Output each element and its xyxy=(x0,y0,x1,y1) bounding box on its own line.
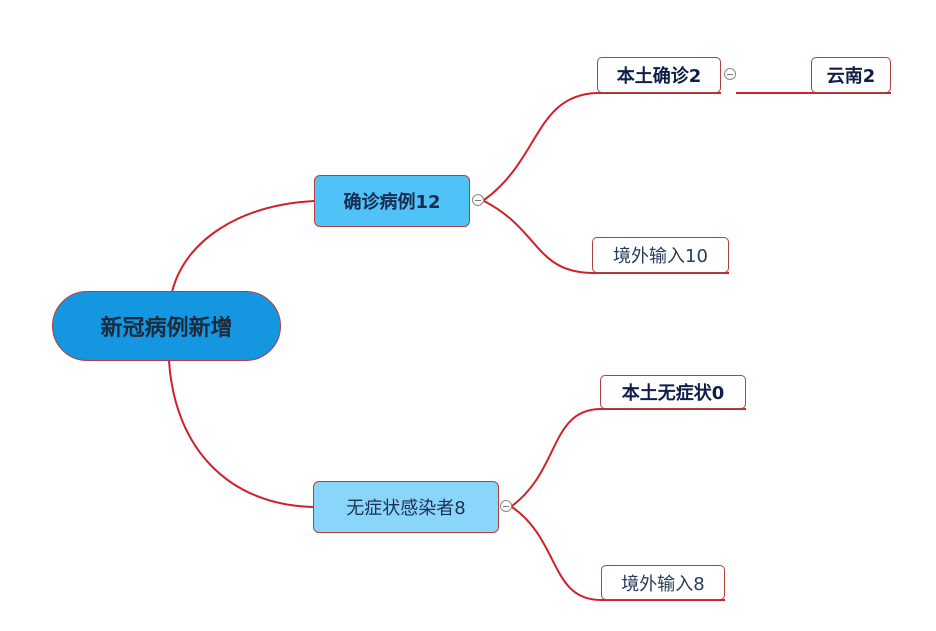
leaf-node-imported-confirmed[interactable]: 境外输入10 xyxy=(592,237,729,273)
branch-node-label: 无症状感染者8 xyxy=(346,498,466,519)
branch-node-confirmed-cases[interactable]: 确诊病例12 xyxy=(314,175,470,227)
leaf-node-local-asymptomatic[interactable]: 本土无症状0 xyxy=(600,375,746,409)
leaf-node-imported-asymptomatic[interactable]: 境外输入8 xyxy=(601,565,725,600)
connector-asymptomatic-to-imported xyxy=(511,506,725,601)
leaf-node-label: 境外输入8 xyxy=(621,573,705,595)
connector-root-to-asymptomatic xyxy=(168,360,314,508)
leaf-node-local-confirmed[interactable]: 本土确诊2 xyxy=(597,57,721,93)
branch-node-asymptomatic[interactable]: 无症状感染者8 xyxy=(313,481,499,533)
connector-confirmed-to-local xyxy=(483,92,721,201)
collapse-minus-icon[interactable] xyxy=(500,500,512,512)
branch-node-label: 确诊病例12 xyxy=(343,192,441,213)
leaf-node-label: 云南2 xyxy=(826,66,876,87)
collapse-minus-icon[interactable] xyxy=(472,194,484,206)
leaf-node-label: 本土确诊2 xyxy=(616,66,702,87)
connector-confirmed-to-imported xyxy=(483,200,729,274)
leaf-node-yunnan[interactable]: 云南2 xyxy=(811,57,891,93)
connector-asymptomatic-to-local xyxy=(511,408,746,507)
connector-root-to-confirmed xyxy=(171,200,315,293)
leaf-node-label: 境外输入10 xyxy=(613,246,708,267)
leaf-node-label: 本土无症状0 xyxy=(621,383,725,404)
collapse-minus-icon[interactable] xyxy=(724,68,736,80)
root-node-label: 新冠病例新增 xyxy=(100,316,233,341)
root-node[interactable]: 新冠病例新增 xyxy=(52,291,281,361)
